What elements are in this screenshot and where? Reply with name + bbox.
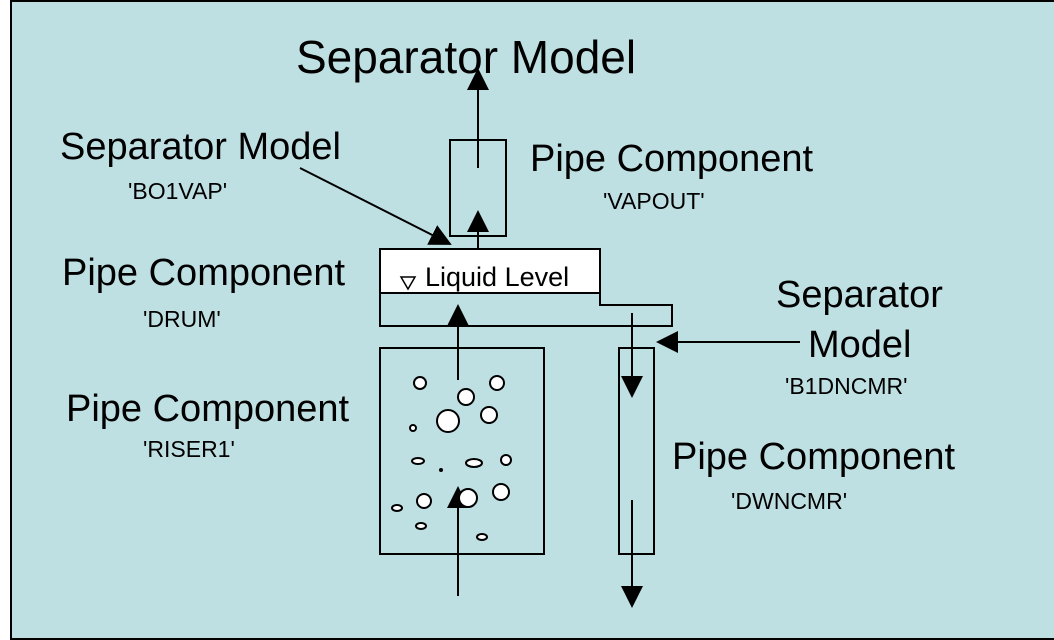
liquid-level-triangle-icon <box>399 276 417 291</box>
pipe-vapout-label: Pipe Component <box>530 138 814 180</box>
pipe-riser-label: Pipe Component <box>66 388 350 430</box>
diagram-title: Separator Model <box>296 31 637 83</box>
sep-model-right-id: 'B1DNCMR' <box>785 373 908 399</box>
drum-liquid-region <box>379 248 601 294</box>
sep-model-left-label: Separator Model <box>60 126 341 168</box>
drum-body <box>379 293 673 327</box>
pipe-drum-id: 'DRUM' <box>143 306 221 332</box>
pipe-dwncmr-id: 'DWNCMR' <box>731 488 848 514</box>
sep-model-left-pointer <box>299 167 452 245</box>
sep-model-right-label-1: Separator <box>776 274 943 316</box>
riser-bubbles <box>391 375 512 541</box>
pipe-drum-label: Pipe Component <box>62 252 346 294</box>
pipe-dwncmr-label: Pipe Component <box>672 436 956 478</box>
riser-pipe <box>379 347 545 555</box>
dwncmr-pipe <box>618 347 655 555</box>
liquid-level-label: Liquid Level <box>425 262 570 292</box>
sep-model-right-label-2: Model <box>808 324 912 366</box>
sep-model-left-id: 'BO1VAP' <box>128 178 228 204</box>
pipe-riser-id: 'RISER1' <box>143 436 235 462</box>
pipe-vapout-id: 'VAPOUT' <box>603 188 705 214</box>
